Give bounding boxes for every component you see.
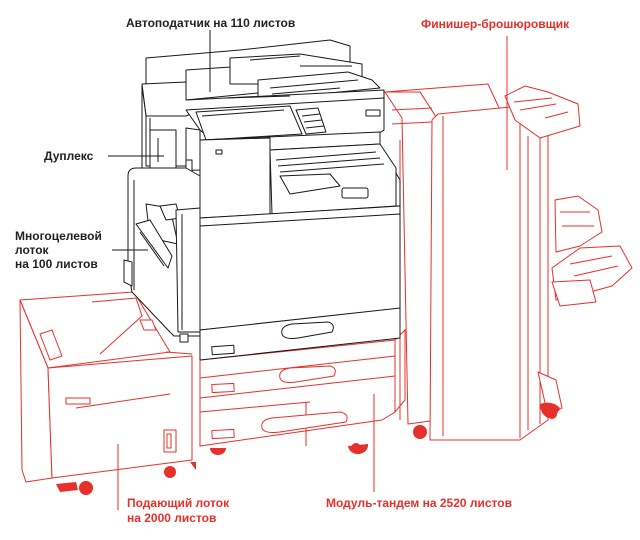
finisher-module: [384, 83, 633, 441]
bypass-label-line2: лоток: [15, 243, 49, 257]
bypass-label-line1: Многоцелевой: [15, 229, 102, 243]
adf-label: Автоподатчик на 110 листов: [126, 16, 296, 30]
tandem-tray-module: [199, 328, 406, 455]
finisher-label: Финишер-брошюровщик: [421, 17, 570, 31]
printer-core: [123, 39, 401, 361]
high-capacity-feeder: [19, 291, 196, 495]
tandem-label: Модуль-тандем на 2520 листов: [326, 496, 512, 510]
hcf-label-line1: Подающий лоток: [127, 496, 230, 510]
hcf-label-line2: на 2000 листов: [127, 511, 217, 525]
duplex-label: Дуплекс: [44, 149, 94, 163]
bypass-label-line3: на 100 листов: [15, 257, 98, 271]
